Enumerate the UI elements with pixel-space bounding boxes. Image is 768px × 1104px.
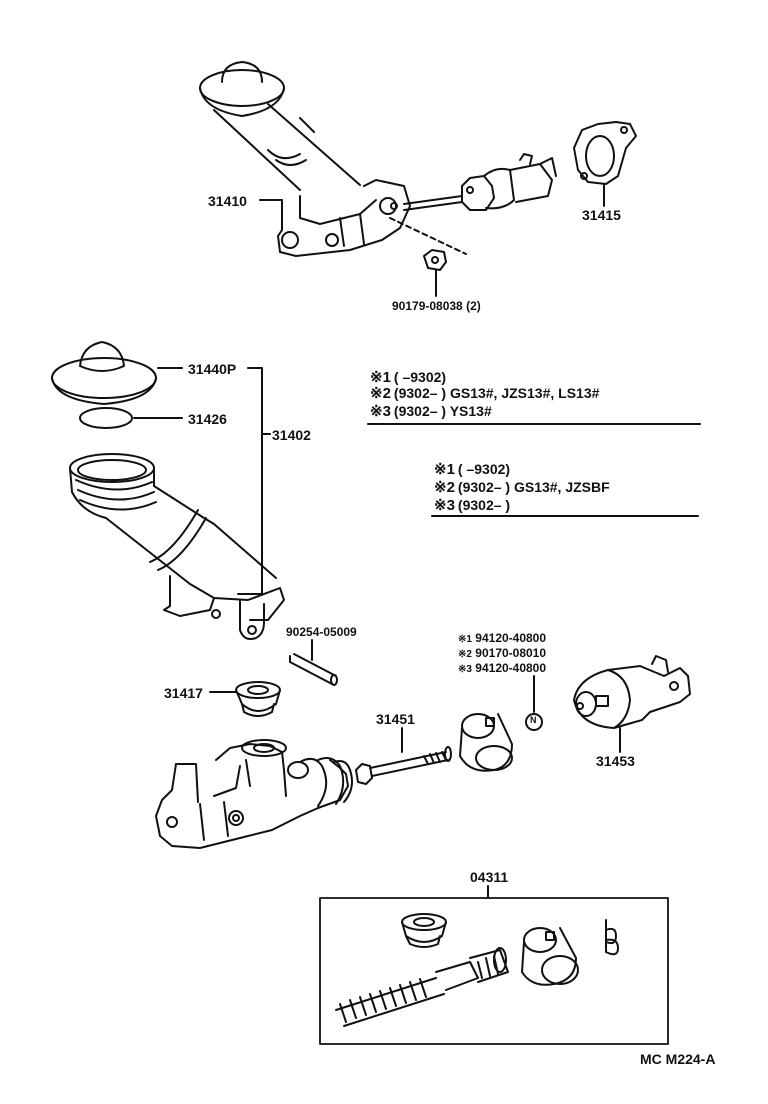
part-label-90254: 90254-05009 xyxy=(286,625,357,639)
part-label-31453: 31453 xyxy=(596,753,635,769)
note1-row3: ※3(9302– ) YS13# xyxy=(370,404,492,419)
pushrod-drawing xyxy=(355,746,452,785)
reservoir-hose-drawing xyxy=(69,453,285,640)
note1-row1-mark: ※1 xyxy=(370,369,391,386)
figure-code: MC M224-A xyxy=(640,1051,716,1067)
note1-row3-mark: ※3 xyxy=(370,403,391,420)
part-label-31426: 31426 xyxy=(188,411,227,427)
grommet-drawing xyxy=(235,681,281,717)
note2-row1: ※1( –9302) xyxy=(434,462,510,477)
gasket-drawing xyxy=(573,121,637,185)
part-label-31410: 31410 xyxy=(208,193,247,209)
nut-mark-label: N xyxy=(530,715,537,725)
note2-row2-models: GS13#, JZSBF xyxy=(513,479,610,495)
nut-number-3-value: 94120-40800 xyxy=(475,661,547,675)
part-label-31417: 31417 xyxy=(164,685,203,701)
piston-cup-drawing xyxy=(459,713,513,772)
note2-row2: ※2(9302– ) GS13#, JZSBF xyxy=(434,480,610,495)
nut-number-3: ※3 94120-40800 xyxy=(458,662,546,675)
part-label-90179: 90179-08038 (2) xyxy=(392,299,481,313)
note1-row2-range: (9302– ) xyxy=(393,385,447,401)
nut-number-2: ※2 90170-08010 xyxy=(458,647,546,660)
nut-number-3-mark: ※3 xyxy=(458,664,472,675)
nut-number-2-value: 90170-08010 xyxy=(475,646,547,660)
nut-number-1: ※1 94120-40800 xyxy=(458,632,546,645)
note2-row1-range: ( –9302) xyxy=(457,461,511,477)
repair-kit-frame xyxy=(319,897,669,1045)
note1-row3-models: YS13# xyxy=(449,403,492,419)
part-label-31451: 31451 xyxy=(376,711,415,727)
kit-grommet-drawing xyxy=(401,913,447,948)
kit-piston-spring-drawing xyxy=(335,947,509,1027)
note2-row2-mark: ※2 xyxy=(434,479,455,496)
spring-pin-drawing xyxy=(289,653,338,686)
note1-row1: ※1( –9302) xyxy=(370,370,446,385)
nut-number-2-mark: ※2 xyxy=(458,649,472,660)
master-cylinder-body-drawing xyxy=(155,739,353,849)
part-label-31415: 31415 xyxy=(582,207,621,223)
note2-row3: ※3(9302– ) xyxy=(434,498,510,513)
part-label-31402: 31402 xyxy=(272,427,311,443)
master-cylinder-assembly-drawing xyxy=(199,61,557,271)
note2-row3-mark: ※3 xyxy=(434,497,455,514)
kit-piston-cup-drawing xyxy=(521,927,579,986)
reservoir-cap-drawing xyxy=(51,341,157,405)
note1-row2-models: GS13#, JZS13#, LS13# xyxy=(449,385,600,401)
part-label-31440p: 31440P xyxy=(188,361,237,377)
note2-row1-mark: ※1 xyxy=(434,461,455,478)
nut-number-1-mark: ※1 xyxy=(458,634,472,645)
kit-clip-drawing xyxy=(605,919,619,956)
part-label-04311: 04311 xyxy=(470,869,509,885)
reservoir-seal-drawing xyxy=(79,407,133,429)
nut-drawing xyxy=(525,713,543,731)
nut-number-1-value: 94120-40800 xyxy=(475,631,547,645)
note1-row1-range: ( –9302) xyxy=(393,369,447,385)
note1-row2-mark: ※2 xyxy=(370,385,391,402)
note2-row2-range: (9302– ) xyxy=(457,479,511,495)
note2-row3-range: (9302– ) xyxy=(457,497,511,513)
note1-row2: ※2(9302– ) GS13#, JZS13#, LS13# xyxy=(370,386,599,401)
clevis-drawing xyxy=(573,655,691,729)
note1-row3-range: (9302– ) xyxy=(393,403,447,419)
